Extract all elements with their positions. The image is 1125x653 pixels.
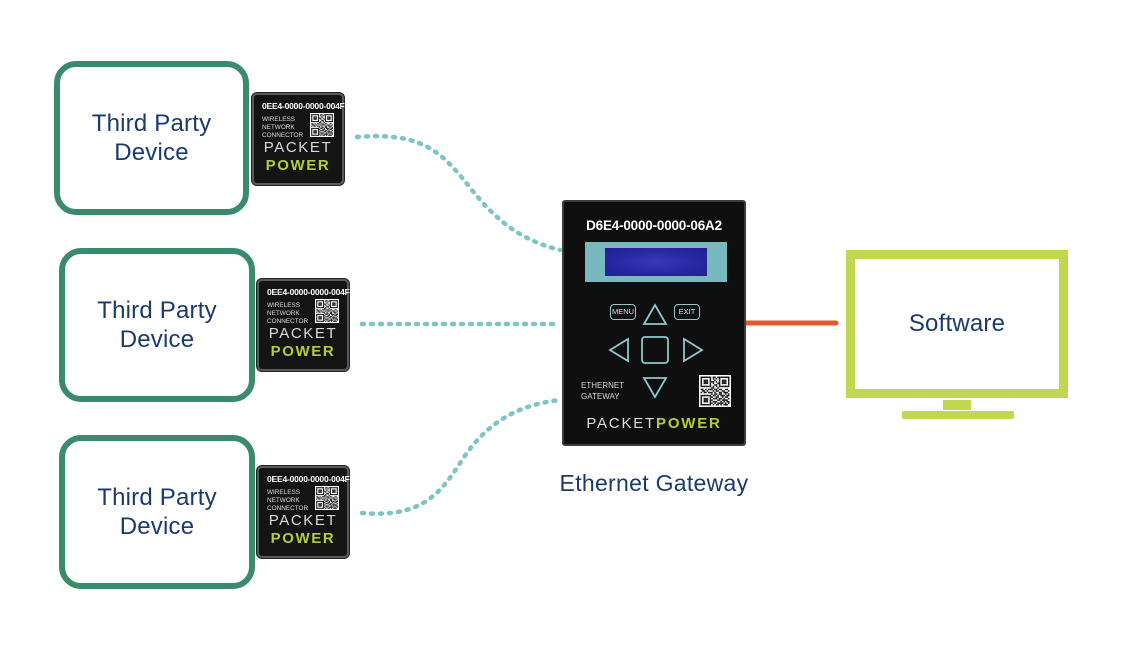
select-square-icon: [641, 336, 669, 364]
down-arrow-icon: [642, 377, 668, 399]
up-arrow-icon: [642, 303, 668, 325]
right-arrow-icon: [683, 337, 704, 363]
brand-line-1: PACKET: [268, 325, 338, 342]
qr-code-icon: [310, 113, 334, 137]
gateway-display: [585, 242, 727, 282]
software-label: Software: [908, 310, 1006, 337]
gateway-keypad: [608, 303, 704, 399]
gateway-id: D6E4-0000-0000-06A2: [586, 218, 722, 233]
monitor-base: [902, 411, 1014, 419]
device-label: Third Party Device: [97, 484, 217, 540]
qr-code-icon: [315, 299, 339, 323]
wireless-network-connector-2: 0EE4-0000-0000-004F WIRELESS NETWORK CON…: [257, 279, 350, 371]
brand-part-2: POWER: [656, 415, 722, 432]
wireless-network-connector-1: 0EE4-0000-0000-004F WIRELESS NETWORK CON…: [252, 93, 345, 185]
connector-id: 0EE4-0000-0000-004F: [267, 287, 350, 297]
brand-line-2: POWER: [265, 157, 331, 174]
qr-code-icon: [315, 486, 339, 510]
brand-line-2: POWER: [270, 530, 336, 547]
connector-description: WIRELESS NETWORK CONNECTOR: [267, 489, 309, 512]
ethernet-gateway: D6E4-0000-0000-06A2 MENU EXIT ETHERNET G…: [562, 200, 746, 446]
exit-button: EXIT: [674, 304, 700, 320]
third-party-device-3: Third Party Device: [59, 435, 255, 589]
gateway-caption: Ethernet Gateway: [559, 470, 749, 496]
device-label: Third Party Device: [97, 297, 217, 353]
gateway-type-label: ETHERNET GATEWAY: [581, 381, 625, 401]
third-party-device-2: Third Party Device: [59, 248, 255, 402]
connector-id: 0EE4-0000-0000-004F: [262, 101, 345, 111]
qr-code-icon: [699, 375, 731, 407]
menu-button: MENU: [610, 304, 636, 320]
wireless-link-3: [359, 397, 563, 516]
connector-description: WIRELESS NETWORK CONNECTOR: [262, 116, 304, 139]
monitor-icon: Software: [846, 250, 1068, 400]
wireless-link-1: [354, 133, 563, 253]
device-label: Third Party Device: [91, 110, 212, 166]
brand-line-2: POWER: [270, 343, 336, 360]
connector-id: 0EE4-0000-0000-004F: [267, 474, 350, 484]
wireless-network-connector-3: 0EE4-0000-0000-004F WIRELESS NETWORK CON…: [257, 466, 350, 558]
brand-part-1: PACKET: [586, 415, 657, 432]
third-party-device-1: Third Party Device: [54, 61, 249, 215]
connector-description: WIRELESS NETWORK CONNECTOR: [267, 302, 309, 325]
monitor-neck: [943, 400, 971, 410]
brand-line-1: PACKET: [263, 139, 333, 156]
gateway-lcd: [605, 248, 707, 276]
gateway-brand: PACKETPOWER: [564, 415, 744, 432]
left-arrow-icon: [608, 337, 629, 363]
brand-line-1: PACKET: [268, 512, 338, 529]
monitor-screen: Software: [846, 250, 1068, 398]
